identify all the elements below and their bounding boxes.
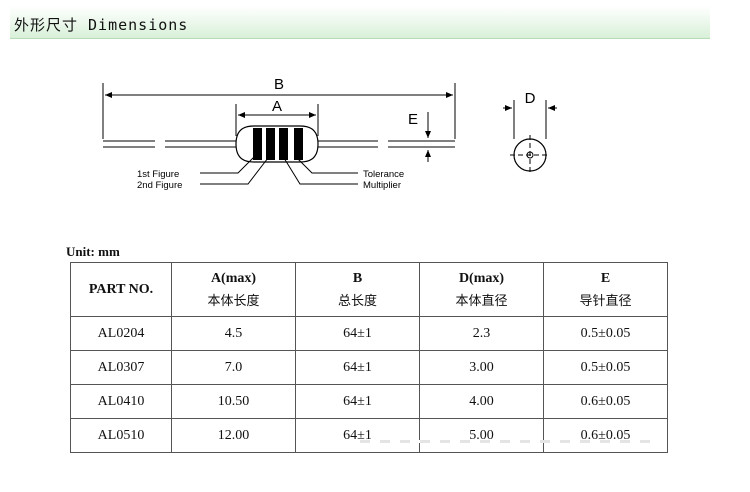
cell-b: 64±1 xyxy=(295,316,420,351)
inductor-body xyxy=(235,125,319,163)
cell-b: 64±1 xyxy=(295,384,420,419)
header-part-no-label: PART NO. xyxy=(88,281,154,297)
cell-d: 5.00 xyxy=(419,418,544,453)
section-header: 外形尺寸 Dimensions xyxy=(10,6,710,39)
cell-part-no: AL0410 xyxy=(70,384,172,419)
cell-d: 3.00 xyxy=(419,350,544,385)
header-d-sub: 本体直径 xyxy=(455,293,508,309)
cell-a: 12.00 xyxy=(171,418,296,453)
left-lead xyxy=(103,140,236,148)
table-row: AL0307 7.0 64±1 3.00 0.5±0.05 xyxy=(70,350,668,385)
dimension-a-label: A xyxy=(272,98,282,115)
inductor-dimension-diagram: B A E 1st Figure 2nd Figure Tolerance Mu… xyxy=(102,76,557,191)
header-b-sub: 总长度 xyxy=(337,293,377,309)
right-lead xyxy=(318,140,455,148)
table-row: AL0510 12.00 64±1 5.00 0.6±0.05 xyxy=(70,418,668,453)
header-a-sub: 本体长度 xyxy=(207,293,260,309)
color-band-1 xyxy=(253,128,262,160)
header-e-label: E xyxy=(600,270,611,286)
dimension-d-label: D xyxy=(525,90,536,107)
section-title: 外形尺寸 Dimensions xyxy=(14,16,189,34)
table-header-row: PART NO. A(max) 本体长度 B 总长度 D(max) 本体直径 E 导针直… xyxy=(70,262,668,317)
header-b-label: B xyxy=(352,270,363,286)
cell-a: 10.50 xyxy=(171,384,296,419)
unit-label: Unit: mm xyxy=(66,244,120,259)
header-a-label: A(max) xyxy=(210,270,257,286)
table-row: AL0410 10.50 64±1 4.00 0.6±0.05 xyxy=(70,384,668,419)
faint-watermark-strip xyxy=(360,440,660,443)
cell-e: 0.6±0.05 xyxy=(543,418,668,453)
cell-part-no: AL0510 xyxy=(70,418,172,453)
header-d-label: D(max) xyxy=(458,270,505,286)
color-band-2 xyxy=(266,128,275,160)
leader-lines xyxy=(200,155,358,185)
dimension-b-label: B xyxy=(274,76,284,93)
cell-b: 64±1 xyxy=(295,350,420,385)
color-band-4 xyxy=(294,128,303,160)
header-e: E 导针直径 xyxy=(543,262,668,317)
header-d: D(max) 本体直径 xyxy=(419,262,544,317)
cell-d: 4.00 xyxy=(419,384,544,419)
cell-e: 0.6±0.05 xyxy=(543,384,668,419)
cell-e: 0.5±0.05 xyxy=(543,350,668,385)
dimension-e-label: E xyxy=(408,111,418,128)
spec-table: PART NO. A(max) 本体长度 B 总长度 D(max) 本体直径 E 导针直… xyxy=(70,262,668,453)
label-1st-figure: 1st Figure xyxy=(137,169,179,180)
cell-part-no: AL0204 xyxy=(70,316,172,351)
cell-a: 4.5 xyxy=(171,316,296,351)
table-row: AL0204 4.5 64±1 2.3 0.5±0.05 xyxy=(70,316,668,351)
header-part-no: PART NO. xyxy=(70,262,172,317)
label-multiplier: Multiplier xyxy=(363,180,401,191)
header-b: B 总长度 xyxy=(295,262,420,317)
cell-part-no: AL0307 xyxy=(70,350,172,385)
color-band-3 xyxy=(279,128,288,160)
cell-d: 2.3 xyxy=(419,316,544,351)
end-view: D xyxy=(503,90,557,175)
label-tolerance: Tolerance xyxy=(363,169,404,180)
label-2nd-figure: 2nd Figure xyxy=(137,180,182,191)
header-a: A(max) 本体长度 xyxy=(171,262,296,317)
header-e-sub: 导针直径 xyxy=(579,293,632,309)
cell-b: 64±1 xyxy=(295,418,420,453)
cell-a: 7.0 xyxy=(171,350,296,385)
cell-e: 0.5±0.05 xyxy=(543,316,668,351)
